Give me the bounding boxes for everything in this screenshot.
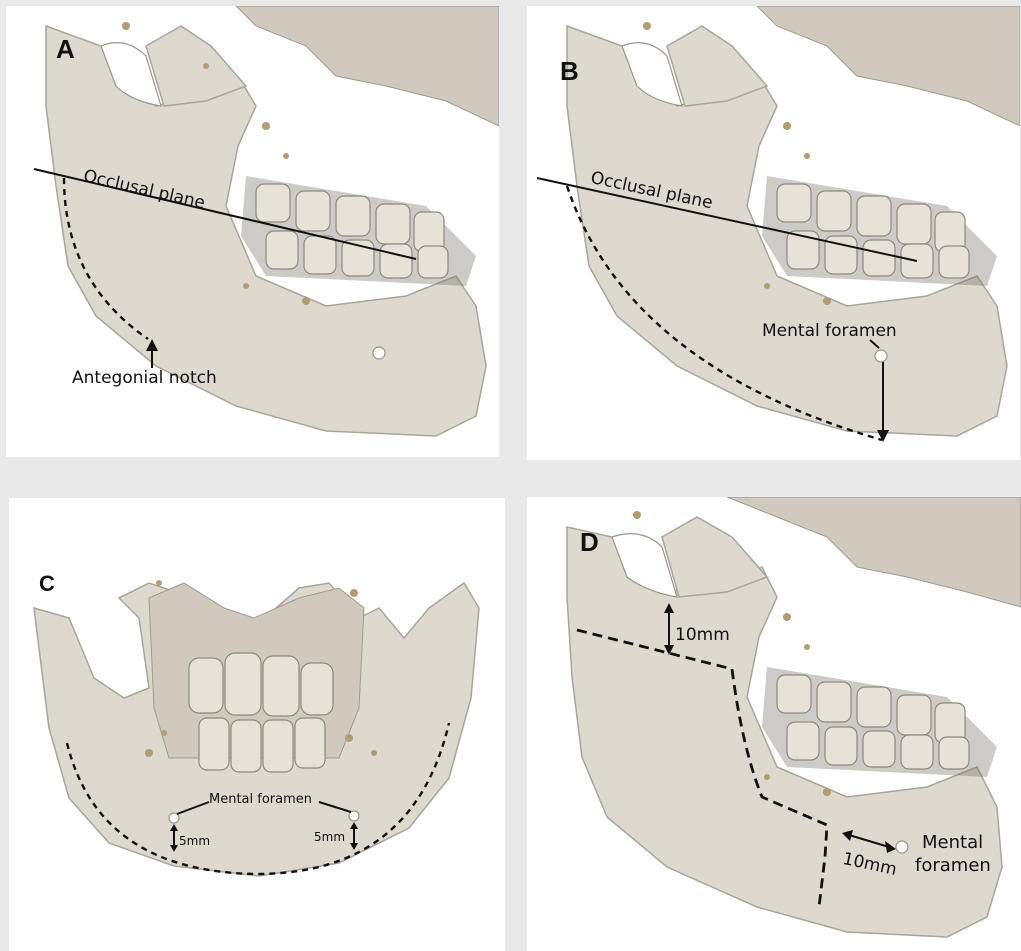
panel-a: A Occlusal plane Antegonial notch <box>6 6 499 457</box>
mandible-lateral-view-d <box>527 497 1021 951</box>
panel-b: B Occlusal plane Mental foramen <box>527 6 1020 460</box>
panel-label-c: C <box>39 571 55 597</box>
panel-c: C Mental foramen 5mm 5mm <box>9 498 505 951</box>
distance-left-c: 5mm <box>179 834 210 848</box>
mental-foramen-d <box>896 841 908 853</box>
panel-label-a: A <box>56 34 75 65</box>
mandible-lateral-view-b <box>527 6 1020 460</box>
mental-foramen-label-c: Mental foramen <box>209 792 312 807</box>
mental-foramen-label-d-line1: Mental <box>922 832 983 853</box>
mandible-frontal-view-c <box>9 498 505 951</box>
panel-label-b: B <box>560 56 579 87</box>
panel-label-d: D <box>580 527 599 558</box>
mental-foramen-label-b: Mental foramen <box>762 321 897 341</box>
distance-top-d: 10mm <box>675 625 730 645</box>
mental-foramen-a <box>373 347 385 359</box>
mental-foramen-b <box>875 350 887 362</box>
antegonial-notch-label: Antegonial notch <box>72 368 217 388</box>
mental-foramen-label-d-line2: foramen <box>915 855 991 876</box>
mandible-lateral-view-a <box>6 6 499 457</box>
distance-right-c: 5mm <box>314 830 345 844</box>
panel-d: D 10mm 10mm Mental foramen <box>527 497 1021 951</box>
